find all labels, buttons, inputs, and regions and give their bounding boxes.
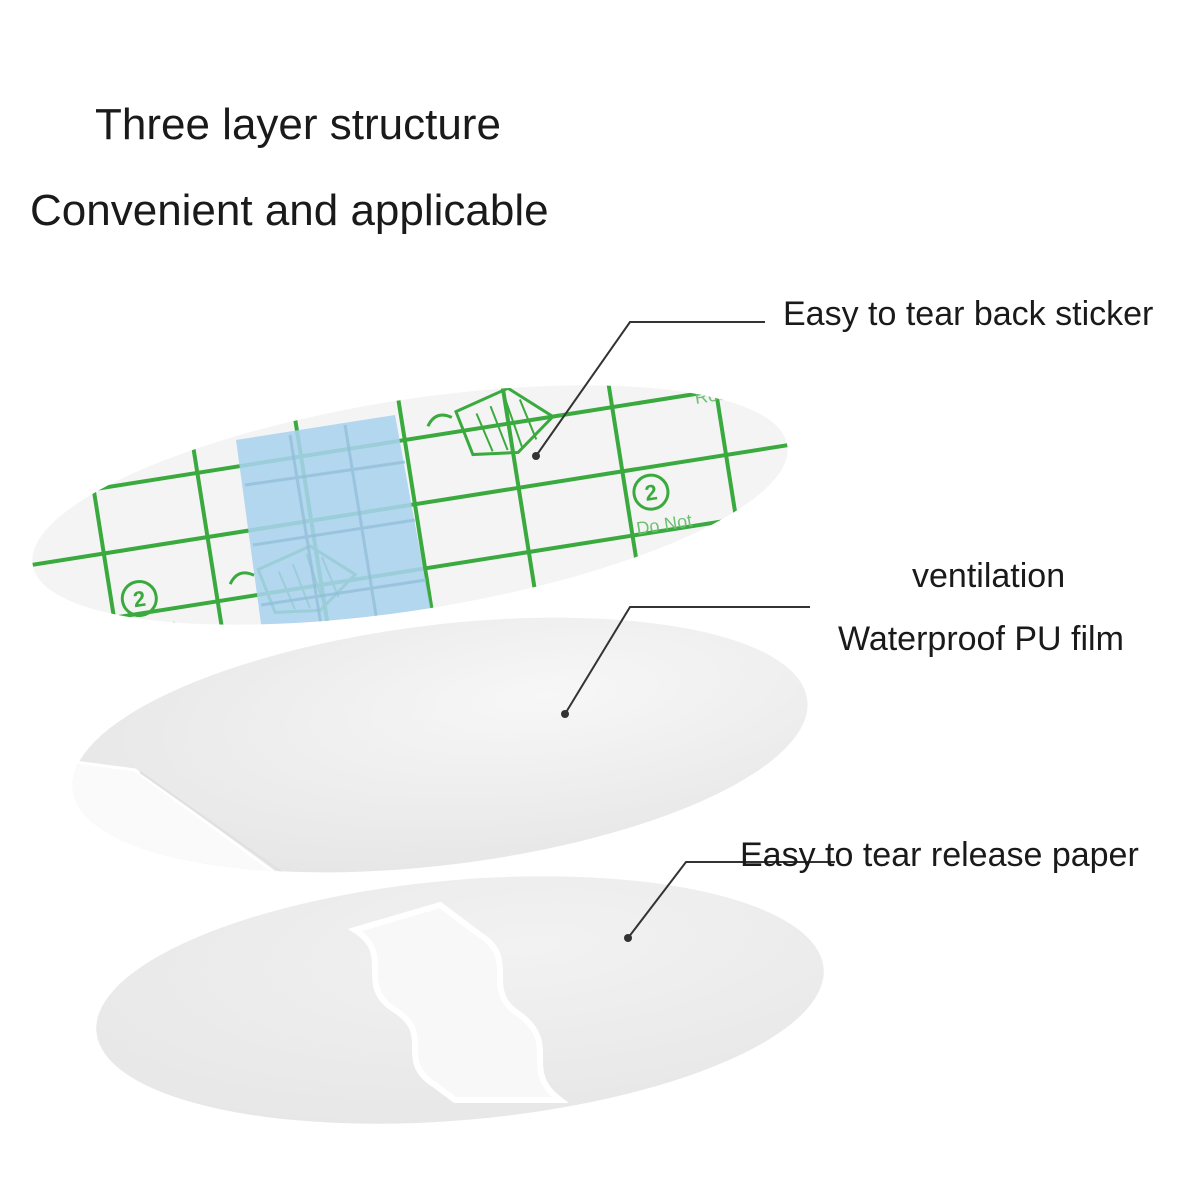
release-paper-layer xyxy=(96,861,835,1124)
release-paper-wavy-tear xyxy=(347,901,569,1103)
label-pu-film: Waterproof PU film xyxy=(838,620,1124,658)
release-paper-pointer-line xyxy=(627,861,835,939)
back-sticker-pointer-line xyxy=(535,321,765,457)
back-sticker-pointer-dot xyxy=(532,452,540,460)
do-not-text-upper: Do Not xyxy=(687,360,745,389)
do-not-reuse-icon xyxy=(632,473,670,511)
reuse-text-upper: Reuse xyxy=(693,380,748,408)
label-back-sticker: Easy to tear back sticker xyxy=(783,295,1154,333)
headline-line-2: Convenient and applicable xyxy=(30,186,549,235)
pu-film-layer xyxy=(58,606,810,902)
release-paper-pointer-dot xyxy=(624,934,632,942)
back-sticker-layer: 2 Do Not Reuse 2 Do Not Do Not Reuse xyxy=(16,321,804,669)
pu-film-pointer-line xyxy=(564,606,810,715)
reuse-text-left: Reuse xyxy=(126,637,181,665)
headline-line-1: Three layer structure xyxy=(95,100,501,149)
do-not-reuse-symbol: 2 xyxy=(131,586,147,613)
label-release-paper: Easy to tear release paper xyxy=(740,836,1139,874)
do-not-text-left: Do Not xyxy=(120,617,178,646)
label-ventilation: ventilation xyxy=(912,557,1066,595)
pu-film-pointer-dot xyxy=(561,710,569,718)
do-not-reuse-icon xyxy=(120,579,158,617)
do-not-reuse-symbol: 2 xyxy=(643,479,659,506)
